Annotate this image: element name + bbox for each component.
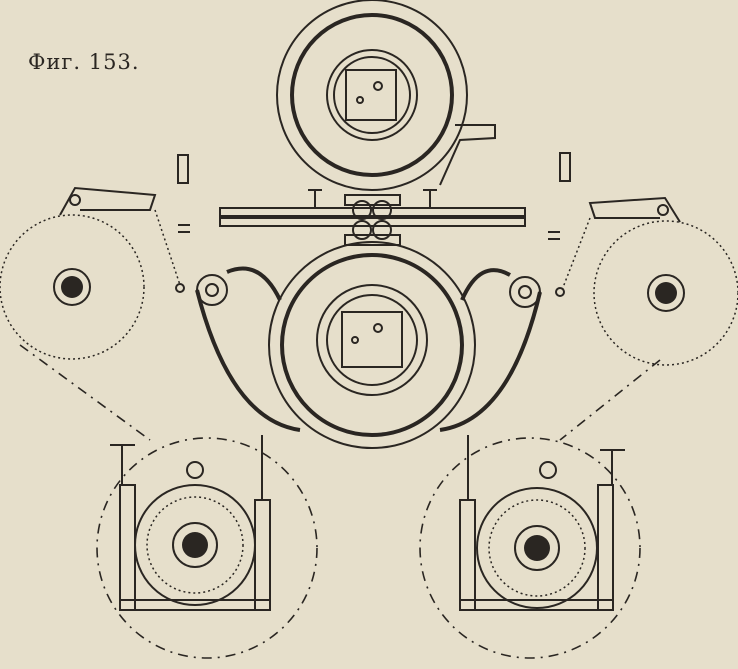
bottom-roll <box>268 241 476 449</box>
projection-line-right <box>559 359 661 441</box>
top-roll <box>276 0 496 191</box>
belt-pulleys <box>195 266 542 432</box>
detail-right <box>419 435 641 659</box>
right-reel <box>548 152 738 366</box>
guide-rails <box>219 189 526 246</box>
projection-line-left <box>19 344 151 441</box>
left-reel <box>0 154 190 360</box>
figure-caption: Фиг. 153. <box>28 50 140 74</box>
detail-left <box>96 435 318 659</box>
